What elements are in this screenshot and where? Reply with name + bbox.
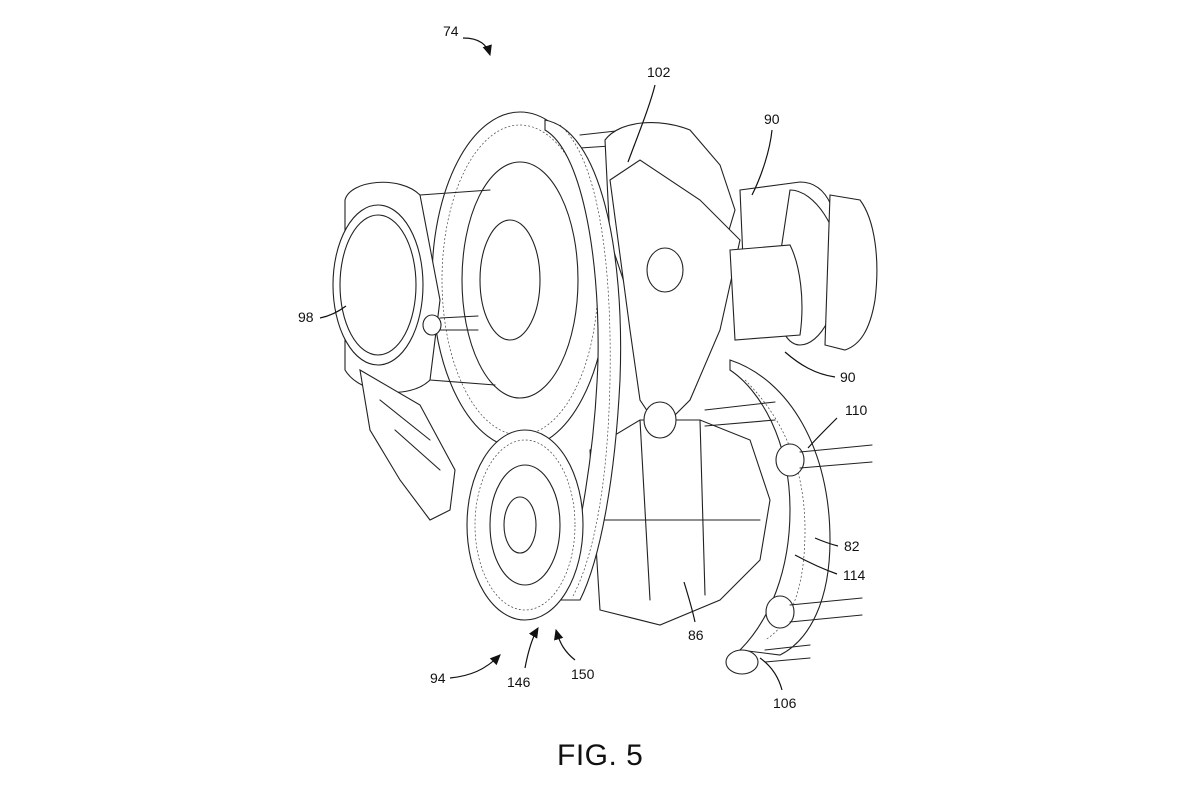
housing-body [590, 420, 770, 625]
figure-caption: FIG. 5 [557, 739, 643, 772]
ref-90-upper: 90 [764, 111, 780, 127]
sensor-connector [360, 370, 455, 520]
camshafts [730, 182, 877, 350]
lower-gear [467, 430, 583, 620]
ref-74: 74 [443, 23, 459, 39]
ref-114: 114 [843, 567, 866, 583]
ref-90-lower: 90 [840, 369, 856, 385]
ref-102: 102 [647, 64, 671, 80]
ref-146: 146 [507, 674, 531, 690]
ref-110: 110 [845, 402, 868, 418]
ref-150: 150 [571, 666, 595, 682]
upper-housing [605, 123, 740, 438]
ref-98: 98 [298, 309, 314, 325]
ref-106: 106 [773, 695, 797, 711]
ref-82: 82 [844, 538, 860, 554]
ref-86: 86 [688, 627, 704, 643]
ref-94: 94 [430, 670, 446, 686]
